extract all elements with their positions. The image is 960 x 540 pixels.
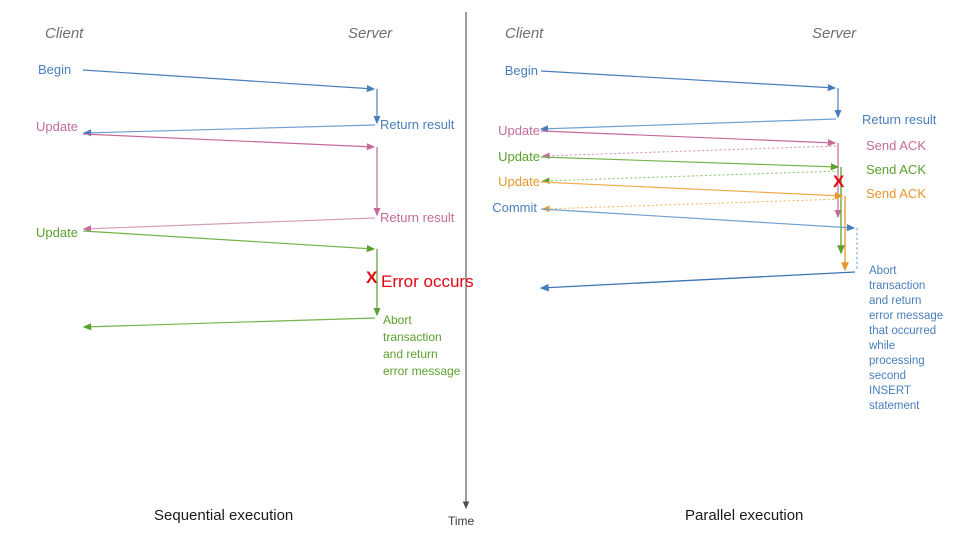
arrow-begin-request-p bbox=[540, 70, 837, 92]
right-abort-note-line-3: and return bbox=[869, 295, 922, 307]
right-abort-note-line-5: that occurred bbox=[869, 325, 937, 337]
right-msg-send-ack-green: Send ACK bbox=[866, 162, 926, 177]
arrow-begin-request bbox=[82, 69, 376, 93]
left-error-label: Error occurs bbox=[381, 272, 474, 291]
left-panel-arrows bbox=[82, 69, 381, 331]
arrow-abort-return-p bbox=[539, 271, 856, 292]
left-abort-note-line-2: transaction bbox=[383, 330, 442, 344]
right-msg-commit: Commit bbox=[492, 200, 537, 215]
left-msg-return-result-1: Return result bbox=[380, 117, 455, 132]
right-msg-update-green: Update bbox=[498, 149, 540, 164]
right-panel-caption: Parallel execution bbox=[685, 507, 804, 524]
left-abort-note-line-3: and return bbox=[383, 347, 438, 361]
right-msg-update-pink: Update bbox=[498, 123, 540, 138]
left-server-header: Server bbox=[348, 25, 393, 42]
arrow-abort-return bbox=[82, 317, 376, 331]
arrow-update-1-request bbox=[82, 133, 376, 151]
arrow-commit-request bbox=[540, 208, 856, 232]
right-msg-send-ack-orange: Send ACK bbox=[866, 186, 926, 201]
time-axis-label: Time bbox=[448, 514, 475, 528]
arrow-ack-pink bbox=[541, 145, 837, 160]
arrow-update-pink-request bbox=[540, 130, 837, 147]
arrow-return-result-2 bbox=[82, 217, 376, 233]
right-client-header: Client bbox=[505, 25, 544, 42]
right-server-header: Server bbox=[812, 25, 857, 42]
arrow-update-2-request bbox=[82, 230, 376, 253]
arrow-update-green-request bbox=[540, 156, 840, 171]
right-msg-return-result: Return result bbox=[862, 112, 937, 127]
right-abort-note-line-6: while bbox=[869, 340, 896, 352]
right-msg-update-orange: Update bbox=[498, 174, 540, 189]
left-msg-return-result-2: Return result bbox=[380, 210, 455, 225]
right-abort-note-line-1: Abort bbox=[869, 265, 897, 277]
arrow-ack-orange bbox=[541, 198, 844, 213]
left-msg-update-1: Update bbox=[36, 119, 78, 134]
right-error-x-icon: X bbox=[833, 172, 845, 191]
arrow-return-result-p bbox=[539, 118, 837, 133]
left-client-header: Client bbox=[45, 25, 84, 42]
left-error-x-icon: X bbox=[366, 268, 378, 287]
right-abort-note-line-4: error message bbox=[869, 310, 944, 322]
right-msg-send-ack-pink: Send ACK bbox=[866, 138, 926, 153]
arrow-return-result-1 bbox=[82, 124, 376, 137]
right-abort-note-line-7: processing bbox=[869, 355, 925, 367]
left-msg-begin: Begin bbox=[38, 62, 72, 77]
left-msg-update-2: Update bbox=[36, 225, 78, 240]
right-panel-arrows bbox=[539, 70, 858, 292]
right-abort-note-line-2: transaction bbox=[869, 280, 926, 292]
right-abort-note-line-10: statement bbox=[869, 400, 920, 412]
right-abort-note-line-8: second bbox=[869, 370, 907, 382]
arrow-update-orange-request bbox=[540, 181, 844, 200]
right-msg-begin: Begin bbox=[504, 63, 538, 78]
left-abort-note-line-4: error message bbox=[383, 364, 461, 378]
right-abort-note-line-9: INSERT bbox=[869, 385, 911, 397]
left-panel-caption: Sequential execution bbox=[154, 507, 294, 524]
left-abort-note-line-1: Abort bbox=[383, 313, 412, 327]
arrow-ack-green bbox=[541, 170, 840, 185]
